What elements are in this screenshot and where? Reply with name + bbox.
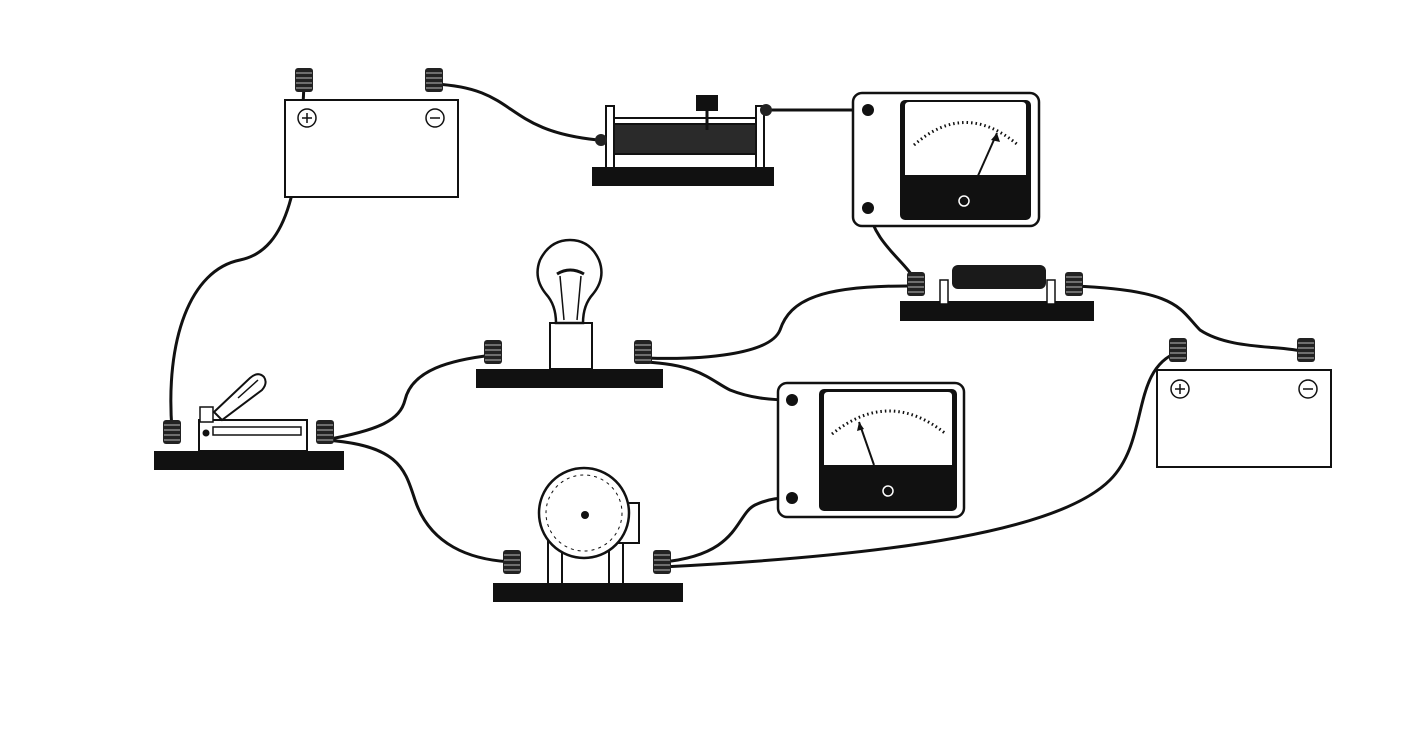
voltmeter-zero-adjust-icon: [882, 485, 894, 497]
ammeter-scale: [913, 121, 1019, 147]
wire-resistor-to-lamp: [645, 284, 917, 360]
knife-switch: [154, 373, 344, 470]
motor-right-terminal: [652, 549, 672, 575]
plus-icon: [297, 108, 317, 128]
plus-icon: [1170, 379, 1190, 399]
resistor: [900, 265, 1094, 321]
wire-battery1-minus-to-rheostat: [433, 82, 599, 142]
wire-motor-to-voltmeter: [661, 496, 793, 564]
resistor-left-terminal: [906, 271, 926, 297]
switch-left-terminal: [162, 419, 182, 445]
wire-switch-to-motor: [324, 438, 513, 564]
wire-switch-to-lamp: [324, 353, 494, 442]
lamp-left-terminal: [483, 339, 503, 365]
motor-left-terminal: [502, 549, 522, 575]
battery-top-left: [284, 67, 459, 198]
battery-right: [1156, 337, 1332, 468]
wire-motor-to-battery2: [661, 350, 1179, 569]
lamp-bulb-icon: [536, 238, 603, 325]
ammeter-zero-adjust-icon: [958, 195, 970, 207]
battery-top-left-plus-terminal: [294, 67, 314, 93]
resistor-right-terminal: [1064, 271, 1084, 297]
motor-shaft-icon: [581, 511, 589, 519]
motor: [493, 466, 683, 602]
voltmeter: [776, 381, 966, 519]
lamp-right-terminal: [633, 339, 653, 365]
rheostat: [592, 95, 774, 186]
minus-icon: [425, 108, 445, 128]
battery-right-minus-terminal: [1296, 337, 1316, 363]
wire-lamp-to-voltmeter: [645, 360, 793, 402]
switch-right-terminal: [315, 419, 335, 445]
wire-resistor-to-battery2: [1073, 284, 1307, 354]
battery-right-plus-terminal: [1168, 337, 1188, 363]
battery-top-left-minus-terminal: [424, 67, 444, 93]
ammeter: [851, 91, 1041, 228]
lamp: [476, 238, 663, 388]
minus-icon: [1298, 379, 1318, 399]
